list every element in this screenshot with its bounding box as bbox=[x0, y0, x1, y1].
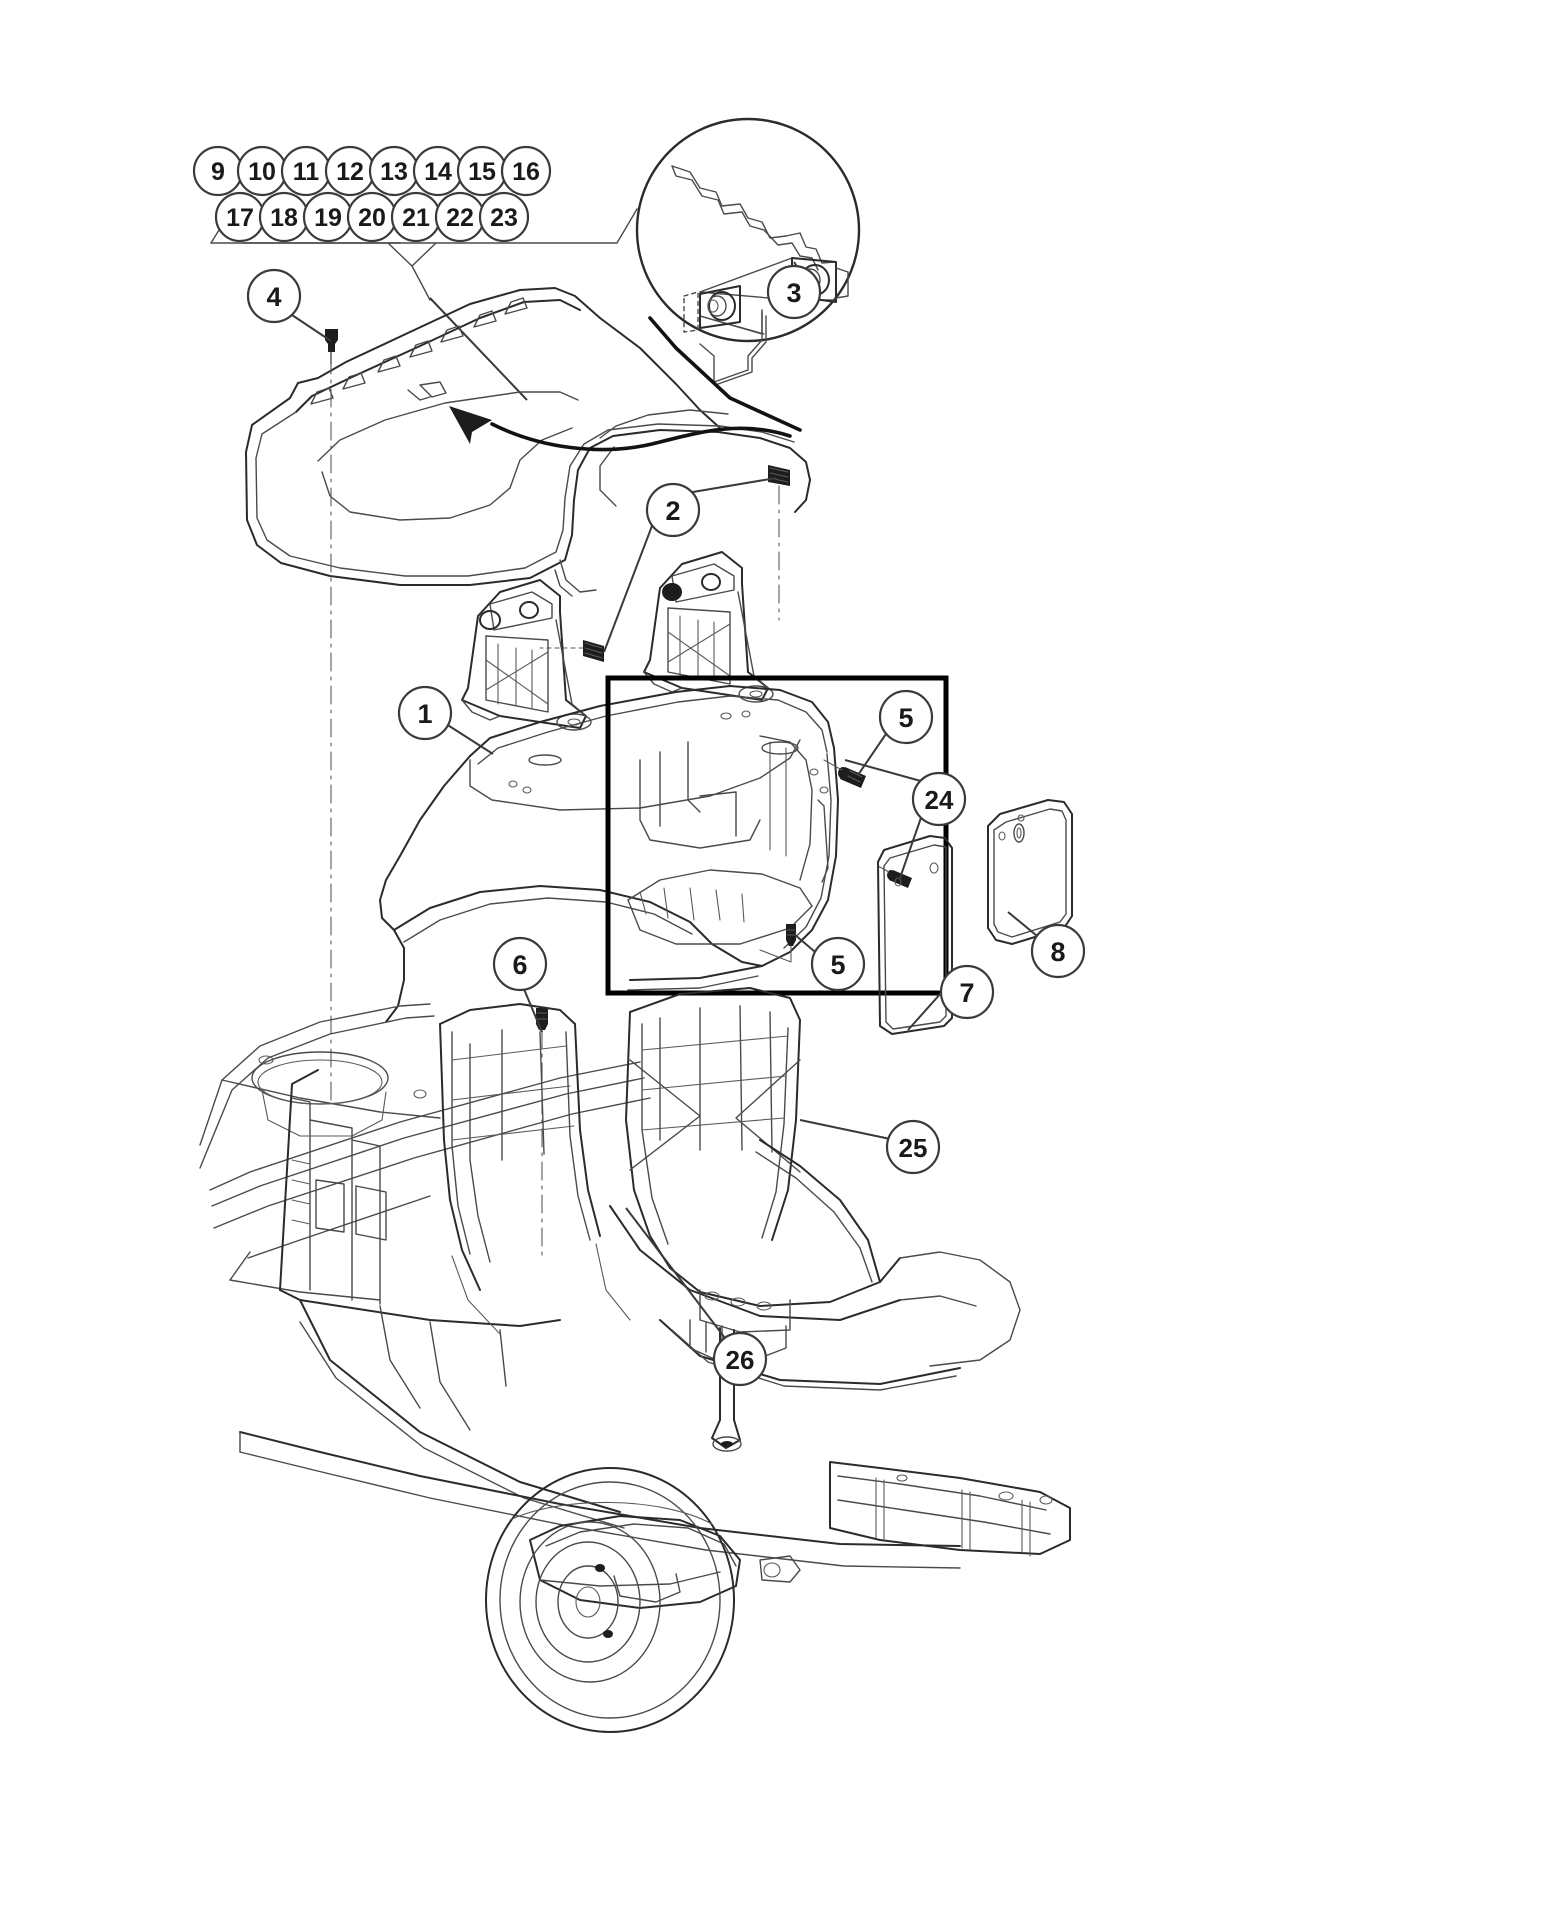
svg-text:12: 12 bbox=[336, 158, 364, 186]
cluster-bubble-22[interactable]: 22 bbox=[434, 191, 486, 243]
svg-text:5: 5 bbox=[830, 950, 845, 980]
cluster-bubble-13[interactable]: 13 bbox=[368, 145, 420, 197]
detail-arrow-stem bbox=[648, 316, 802, 432]
svg-text:15: 15 bbox=[468, 158, 496, 186]
cluster-bubbles-row1: 9 10 11 12 13 14 bbox=[192, 145, 552, 197]
svg-text:1: 1 bbox=[417, 699, 432, 729]
callout-5-upper[interactable]: 5 bbox=[878, 689, 934, 745]
svg-text:3: 3 bbox=[786, 278, 801, 308]
cluster-bubble-12[interactable]: 12 bbox=[324, 145, 376, 197]
callout-25[interactable]: 25 bbox=[885, 1119, 941, 1175]
svg-text:9: 9 bbox=[211, 158, 225, 186]
cargo-box-body bbox=[379, 685, 839, 1023]
cluster-bubble-19[interactable]: 19 bbox=[302, 191, 354, 243]
cluster-bubble-21[interactable]: 21 bbox=[390, 191, 442, 243]
svg-text:26: 26 bbox=[726, 1345, 755, 1375]
svg-text:17: 17 bbox=[226, 204, 254, 232]
callout-6[interactable]: 6 bbox=[492, 936, 548, 992]
svg-text:20: 20 bbox=[358, 204, 386, 232]
svg-text:22: 22 bbox=[446, 204, 474, 232]
svg-text:7: 7 bbox=[959, 978, 974, 1008]
callout-bubbles: 1 2 3 4 5 5 6 bbox=[246, 264, 1086, 1387]
detail-arrow-head bbox=[449, 406, 492, 444]
svg-text:21: 21 bbox=[402, 204, 430, 232]
callout-4[interactable]: 4 bbox=[246, 268, 302, 324]
svg-text:18: 18 bbox=[270, 204, 298, 232]
cluster-bubble-15[interactable]: 15 bbox=[456, 145, 508, 197]
cluster-bubble-18[interactable]: 18 bbox=[258, 191, 310, 243]
callout-3[interactable]: 3 bbox=[766, 264, 822, 320]
cluster-bubble-23[interactable]: 23 bbox=[478, 191, 530, 243]
seat-riser-bracket-right bbox=[643, 551, 774, 703]
callout-8[interactable]: 8 bbox=[1030, 923, 1086, 979]
cluster-bubble-20[interactable]: 20 bbox=[346, 191, 398, 243]
part-6-frame-screw bbox=[536, 1008, 548, 1261]
cluster-bubble-16[interactable]: 16 bbox=[500, 145, 552, 197]
part-7-access-panel-inner bbox=[877, 835, 953, 1035]
cluster-bubble-10[interactable]: 10 bbox=[236, 145, 288, 197]
callout-26[interactable]: 26 bbox=[712, 1331, 768, 1387]
upper-cowl-hood bbox=[245, 287, 811, 597]
svg-text:25: 25 bbox=[899, 1133, 928, 1163]
cluster-bubble-17[interactable]: 17 bbox=[214, 191, 266, 243]
part-2-bumper-stud bbox=[539, 465, 790, 662]
highlight-region bbox=[605, 675, 949, 996]
svg-text:14: 14 bbox=[424, 158, 452, 186]
svg-text:23: 23 bbox=[490, 204, 518, 232]
callout-7[interactable]: 7 bbox=[939, 964, 995, 1020]
svg-text:2: 2 bbox=[665, 496, 680, 526]
part-5-panel-screw-lower bbox=[759, 924, 796, 963]
hardware-kit-callout-cluster bbox=[210, 208, 638, 301]
svg-text:19: 19 bbox=[314, 204, 342, 232]
callout-1[interactable]: 1 bbox=[397, 685, 453, 741]
cluster-bubble-9[interactable]: 9 bbox=[192, 145, 244, 197]
detail-bubble-bracket-bumpers bbox=[635, 117, 861, 385]
cluster-bubble-11[interactable]: 11 bbox=[280, 145, 332, 197]
svg-text:6: 6 bbox=[512, 950, 527, 980]
svg-text:8: 8 bbox=[1050, 937, 1065, 967]
svg-text:5: 5 bbox=[898, 703, 913, 733]
svg-text:4: 4 bbox=[266, 282, 281, 312]
svg-text:10: 10 bbox=[248, 158, 276, 186]
svg-text:13: 13 bbox=[380, 158, 408, 186]
svg-text:11: 11 bbox=[293, 158, 320, 186]
callout-24[interactable]: 24 bbox=[911, 771, 967, 827]
part-5-panel-screw-upper bbox=[823, 759, 866, 788]
callout-2[interactable]: 2 bbox=[645, 482, 701, 538]
svg-text:16: 16 bbox=[512, 158, 540, 186]
part-8-access-panel-outer bbox=[987, 799, 1073, 945]
cluster-leader-line bbox=[429, 297, 528, 401]
seat-riser-bracket-left bbox=[461, 579, 592, 731]
cluster-bubble-14[interactable]: 14 bbox=[412, 145, 464, 197]
part-4-long-screw bbox=[325, 329, 338, 1101]
cluster-bubbles-row2: 17 18 19 20 21 22 bbox=[214, 191, 530, 243]
svg-text:24: 24 bbox=[925, 785, 954, 815]
callout-5-lower[interactable]: 5 bbox=[810, 936, 866, 992]
chassis-rear-frame bbox=[199, 987, 1071, 1733]
